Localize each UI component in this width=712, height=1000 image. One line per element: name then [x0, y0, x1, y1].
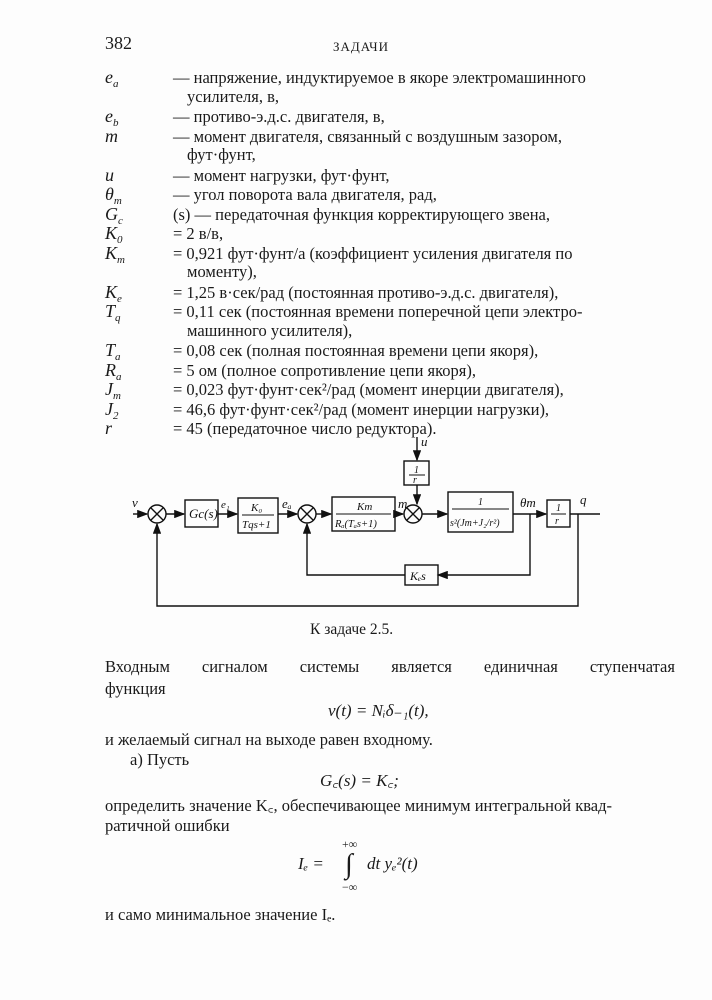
definition-text: = 0,11 сек (постоянная времени поперечно… — [173, 302, 583, 321]
word: единичная — [483, 657, 558, 676]
word: является — [391, 657, 452, 676]
load-gain-num: 1 — [414, 465, 419, 476]
definition-text: = 0,921 фут·фунт/а (коэффициент усиления… — [173, 243, 573, 263]
kes-label: Kₑs — [409, 569, 426, 583]
word: Входным — [105, 657, 170, 676]
word: ступенчатая — [589, 657, 675, 676]
km-den: Rₐ(Tₐs+1) — [334, 519, 377, 530]
definition-symbol: Ke — [105, 281, 122, 305]
figure-caption: К задаче 2.5. — [310, 621, 394, 638]
paragraph-line: определить значение K꜀, обеспечивающее м… — [105, 796, 613, 815]
integrand: dt yₑ²(t) — [367, 854, 418, 873]
definition-symbol: θm — [105, 184, 122, 207]
definition-text: = 45 (передаточное число редуктора). — [173, 419, 437, 438]
definition-continuation: усилителя, в, — [187, 86, 279, 106]
definition-symbol: K0 — [105, 223, 123, 246]
definition-text: — напряжение, индуктируемое в якоре элек… — [173, 68, 586, 87]
definition-row: r = 45 (передаточное число редуктора). — [105, 419, 437, 438]
label-m: m — [398, 496, 407, 511]
word: системы — [299, 657, 360, 676]
plant-den: s²(Jm+J₂/r²) — [450, 518, 500, 529]
label-u: u — [421, 434, 428, 449]
integral-lower: −∞ — [342, 880, 358, 894]
definition-continuation: моменту), — [187, 262, 257, 281]
definition-symbol: Ra — [105, 359, 122, 383]
gear-num: 1 — [556, 503, 561, 514]
k0-den: Tqs+1 — [242, 519, 271, 531]
definition-row: m — момент двигателя, связанный с воздушн… — [105, 127, 562, 146]
definition-row: Ra = 5 ом (полное сопротивление цепи якор… — [105, 359, 477, 383]
page-number: 382 — [105, 33, 132, 53]
definition-row: J2 = 46,6 фут·фунт·сек²/рад (момент инерц… — [105, 398, 550, 422]
definition-row: Km = 0,921 фут·фунт/а (коэффициент усилен… — [105, 242, 573, 266]
paragraph-line: ратичной ошибки — [105, 816, 230, 835]
k0-block — [237, 497, 279, 534]
definition-text: = 0,023 фут·фунт·сек²/рад (момент инерци… — [173, 380, 564, 399]
definition-row: u — момент нагрузки, фут·фунт, — [105, 166, 389, 185]
definition-symbol: J2 — [105, 398, 119, 422]
definition-symbol: u — [105, 164, 114, 185]
definition-symbol: Tq — [105, 301, 121, 324]
definition-symbol: Ta — [105, 340, 121, 363]
km-num: Km — [356, 501, 372, 513]
definition-row: θm — угол поворота вала двигателя, рад, — [105, 184, 437, 207]
plant-block — [447, 491, 514, 533]
definition-row: Tq = 0,11 сек (постоянная времени попереч… — [105, 301, 583, 324]
definition-symbol: r — [105, 418, 113, 438]
integral-sign: ∫ — [345, 849, 353, 880]
label-q: q — [580, 492, 587, 507]
equation-lhs: Iₑ = — [298, 854, 324, 873]
definition-row: K0 = 2 в/в, — [105, 223, 224, 246]
definition-row: eb — противо-э.д.с. двигателя, в, — [105, 106, 385, 129]
definition-text: — момент двигателя, связанный с воздушны… — [173, 126, 562, 146]
equation-input: v(t) = Nᵢδ₋₁(t), — [328, 701, 429, 720]
definition-continuation: машинного усилителя), — [187, 320, 353, 340]
running-title: ЗАДАЧИ — [333, 39, 390, 54]
gear-den: r — [555, 516, 559, 527]
definition-symbol: Km — [105, 242, 125, 266]
definition-symbol: Jm — [105, 379, 121, 402]
definition-symbol: Gc — [105, 203, 123, 227]
definition-text: — противо-э.д.с. двигателя, в, — [173, 107, 385, 126]
definition-row: Ke = 1,25 в·сек/рад (постоянная противо-э… — [105, 281, 559, 305]
definition-row: Ta = 0,08 сек (полная постоянная времени … — [105, 340, 539, 363]
definition-row: ea — напряжение, индуктируемое в якоре эл… — [105, 67, 586, 90]
paragraph-line: а) Пусть — [130, 750, 190, 769]
plant-num: 1 — [478, 497, 483, 508]
load-gain-den: r — [413, 475, 417, 486]
k0-num: K₀ — [250, 502, 262, 514]
paragraph-line: и желаемый сигнал на выходе равен входно… — [105, 730, 433, 749]
definition-text: = 1,25 в·сек/рад (постоянная противо-э.д… — [173, 282, 559, 302]
definition-continuation: фут·фунт, — [187, 145, 256, 164]
label-theta: θm — [520, 495, 536, 510]
definition-text: — момент нагрузки, фут·фунт, — [173, 165, 390, 185]
label-v: v — [132, 495, 138, 510]
equation-gc: G꜀(s) = K꜀; — [320, 771, 399, 790]
label-gc: Gc(s) — [189, 506, 218, 521]
definition-row: Jm = 0,023 фут·фунт·сек²/рад (момент инер… — [105, 379, 564, 402]
definition-text: = 5 ом (полное сопротивление цепи якоря)… — [173, 360, 477, 380]
definition-text: = 46,6 фут·фунт·сек²/рад (момент инерции… — [173, 399, 550, 419]
paragraph-line: Входным сигналом системы является единичная с… — [105, 658, 675, 676]
paragraph-line: функция — [105, 679, 166, 698]
definition-text: = 0,08 сек (полная постоянная времени це… — [173, 341, 539, 360]
definition-text: — угол поворота вала двигателя, рад, — [173, 185, 437, 204]
block-diagram: v Gc(s) e₁ K₀ Tqs+1 eₐ Km Rₐ(Tₐs+1) m u … — [132, 434, 600, 607]
paragraph-line: и само минимальное значение Iₑ. — [105, 905, 336, 924]
definition-row: Gc (s) — передаточная функция корректирую… — [105, 203, 550, 227]
definition-text: (s) — передаточная функция корректирующе… — [173, 204, 550, 224]
label-e1: e₁ — [221, 499, 230, 511]
definition-text: = 2 в/в, — [173, 224, 224, 243]
definition-symbol: m — [105, 125, 118, 146]
integral-upper: +∞ — [342, 837, 358, 851]
definition-symbol: ea — [105, 67, 119, 90]
label-ea: eₐ — [282, 496, 292, 511]
definition-symbol: eb — [105, 106, 119, 129]
word: сигналом — [201, 657, 268, 676]
